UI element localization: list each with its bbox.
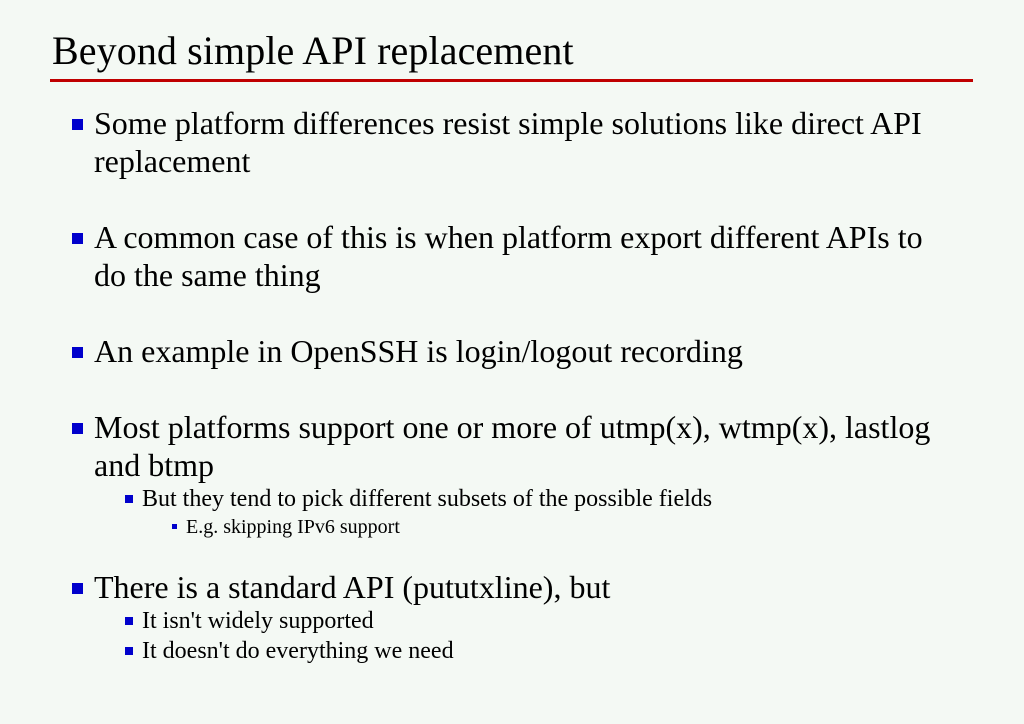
slide-title-block: Beyond simple API replacement — [50, 28, 974, 82]
bullet-text: It doesn't do everything we need — [142, 638, 454, 664]
bullet-square-icon — [72, 119, 83, 130]
bullet-text: An example in OpenSSH is login/logout re… — [94, 333, 743, 369]
bullet-text: Most platforms support one or more of ut… — [94, 409, 931, 483]
bullet-item-level1: Some platform differences resist simple … — [72, 104, 1024, 180]
spacer — [0, 180, 1024, 218]
bullet-item-level1: Most platforms support one or more of ut… — [72, 408, 1024, 484]
slide-body: Some platform differences resist simple … — [0, 104, 1024, 666]
bullet-item-level2: But they tend to pick different subsets … — [125, 484, 1024, 514]
bullet-square-icon — [72, 233, 83, 244]
bullet-text: Some platform differences resist simple … — [94, 105, 922, 179]
bullet-square-icon — [72, 583, 83, 594]
bullet-item-level1: A common case of this is when platform e… — [72, 218, 1024, 294]
spacer — [0, 370, 1024, 408]
bullet-square-icon — [125, 495, 133, 503]
spacer — [0, 540, 1024, 568]
bullet-text: A common case of this is when platform e… — [94, 219, 923, 293]
bullet-square-icon — [125, 617, 133, 625]
bullet-item-level1: An example in OpenSSH is login/logout re… — [72, 332, 1024, 370]
bullet-item-level3: E.g. skipping IPv6 support — [172, 514, 1024, 540]
title-underline-rule — [50, 79, 973, 82]
bullet-item-level1: There is a standard API (pututxline), bu… — [72, 568, 1024, 606]
bullet-item-level2: It doesn't do everything we need — [125, 636, 1024, 666]
spacer — [0, 294, 1024, 332]
bullet-square-icon — [125, 647, 133, 655]
bullet-item-level2: It isn't widely supported — [125, 606, 1024, 636]
bullet-text: There is a standard API (pututxline), bu… — [94, 569, 611, 605]
bullet-square-icon — [172, 524, 177, 529]
bullet-text: It isn't widely supported — [142, 608, 374, 634]
bullet-text: But they tend to pick different subsets … — [142, 486, 713, 512]
page-title: Beyond simple API replacement — [52, 28, 574, 73]
bullet-square-icon — [72, 347, 83, 358]
bullet-text: E.g. skipping IPv6 support — [186, 516, 400, 538]
bullet-square-icon — [72, 423, 83, 434]
